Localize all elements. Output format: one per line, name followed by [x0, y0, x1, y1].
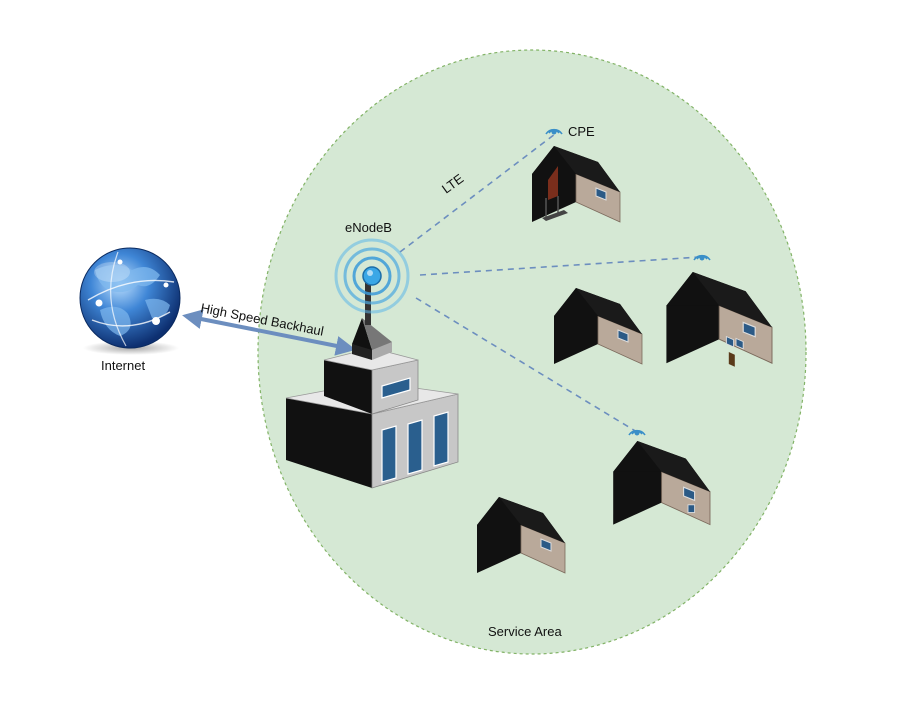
globe-icon — [79, 247, 181, 355]
cpe-label: CPE — [568, 124, 595, 139]
building-icon — [285, 280, 459, 489]
lte-links — [399, 133, 701, 433]
service-area — [257, 49, 807, 655]
house-icon-2 — [665, 271, 773, 367]
house-icon-cpe — [531, 145, 621, 223]
cell-tower-icon — [334, 238, 410, 314]
enodeb-label: eNodeB — [345, 220, 392, 235]
house-icon-4 — [612, 440, 711, 526]
lte-link-house-2 — [419, 256, 701, 276]
service-area-label: Service Area — [488, 624, 562, 639]
internet-label: Internet — [101, 358, 145, 373]
backhaul-link — [182, 309, 356, 356]
